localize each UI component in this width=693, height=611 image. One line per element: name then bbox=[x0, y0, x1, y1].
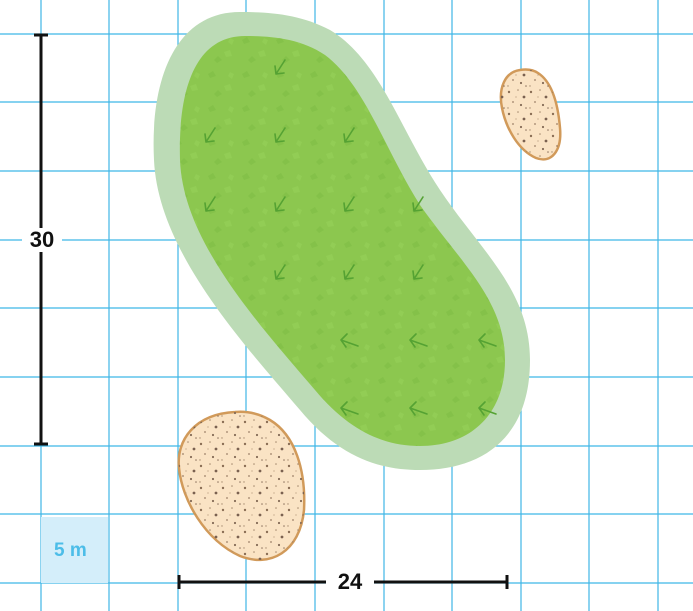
slope-arrow-icon bbox=[409, 401, 428, 416]
slope-arrow-icon bbox=[412, 196, 424, 212]
slope-arrow-icon bbox=[343, 196, 355, 212]
sand-bunker-large bbox=[177, 410, 306, 562]
scale-cell bbox=[41, 517, 108, 583]
slope-arrow-icon bbox=[274, 264, 286, 280]
slope-arrow-icon bbox=[478, 333, 497, 348]
grid-scale-label: 5 m bbox=[54, 540, 87, 561]
slope-arrow-icon bbox=[204, 127, 216, 143]
slope-arrows bbox=[204, 59, 497, 416]
slope-arrow-icon bbox=[204, 196, 216, 212]
vertical-dimension-label: 30 bbox=[22, 228, 62, 252]
slope-arrow-icon bbox=[340, 333, 359, 348]
horizontal-dimension-label: 24 bbox=[326, 570, 374, 594]
slope-arrow-icon bbox=[478, 401, 497, 416]
slope-arrow-icon bbox=[274, 127, 286, 143]
slope-arrow-icon bbox=[409, 333, 428, 348]
putting-green bbox=[153, 12, 530, 470]
slope-arrow-icon bbox=[340, 401, 359, 416]
slope-arrow-icon bbox=[274, 59, 286, 75]
sand-bunker-small bbox=[499, 68, 562, 161]
slope-arrow-icon bbox=[274, 196, 286, 212]
slope-arrow-icon bbox=[343, 264, 355, 280]
slope-arrow-icon bbox=[412, 264, 424, 280]
slope-arrow-icon bbox=[343, 127, 355, 143]
